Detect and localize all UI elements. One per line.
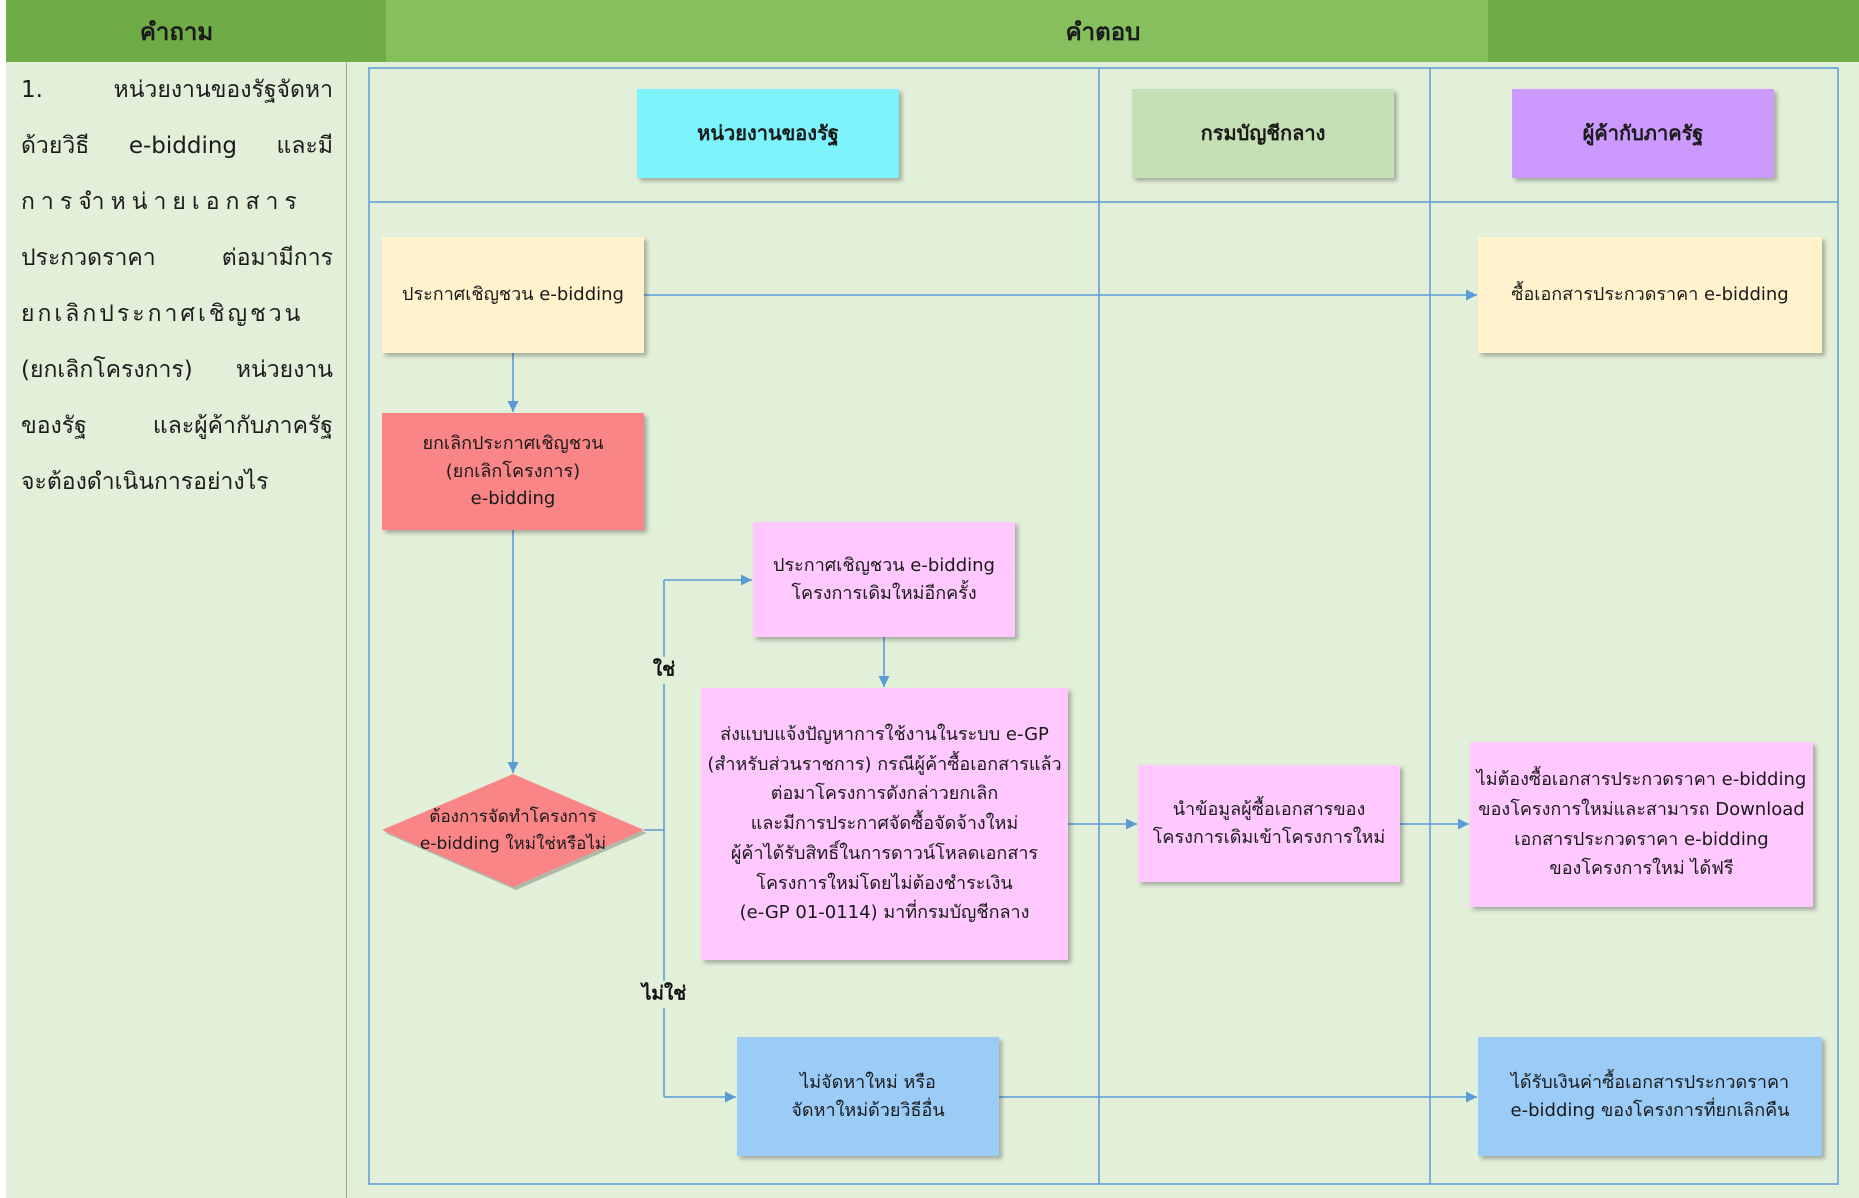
lane-header-vendor: ผู้ค้ากับภาครัฐ: [1512, 89, 1774, 178]
node-text-line: และมีการประกาศจัดซื้อจัดจ้างใหม่: [750, 813, 1019, 835]
node-text-line: โครงการเดิมใหม่อีกครั้ง: [791, 582, 977, 604]
node-no-reprocure: ไม่จัดหาใหม่ หรือ จัดหาใหม่ด้วยวิธีอื่น: [737, 1037, 999, 1156]
lane-header-government: หน่วยงานของรัฐ: [637, 89, 899, 178]
node-text-line: ประกาศเชิญชวน e-bidding: [773, 554, 995, 576]
node-text-line: ส่งแบบแจ้งปัญหาการใช้งานในระบบ e-GP: [720, 724, 1049, 746]
node-refund: ได้รับเงินค่าซื้อเอกสารประกวดราคา e-bidd…: [1478, 1037, 1822, 1156]
lane-header-comptroller: กรมบัญชีกลาง: [1132, 89, 1394, 178]
node-free-download: ไม่ต้องซื้อเอกสารประกวดราคา e-bidding ขอ…: [1470, 742, 1813, 907]
node-text-line: ยกเลิกประกาศเชิญชวน: [422, 432, 604, 454]
decision-text-line: e-bidding ใหม่ใช่หรือไม่: [419, 833, 607, 854]
question-line: (ยกเลิกโครงการ) หน่วยงาน: [21, 357, 333, 383]
question-column-header: คำถาม: [139, 17, 214, 46]
node-text-line: ของโครงการใหม่ ได้ฟรี: [1549, 858, 1734, 880]
question-line: จะต้องดำเนินการอย่างไร: [21, 469, 269, 495]
node-announce: ประกาศเชิญชวน e-bidding: [382, 237, 644, 353]
edge-label-yes: ใช่: [649, 656, 679, 684]
node-reannounce: ประกาศเชิญชวน e-bidding โครงการเดิมใหม่อ…: [753, 522, 1015, 637]
node-text-line: (สำหรับส่วนราชการ) กรณีผู้ค้าซื้อเอกสารแ…: [707, 753, 1062, 775]
node-text-line: ประกาศเชิญชวน e-bidding: [402, 284, 624, 306]
question-line: ยกเลิกประกาศเชิญชวน: [21, 301, 304, 327]
node-cancel: ยกเลิกประกาศเชิญชวน (ยกเลิกโครงการ) e-bi…: [382, 413, 644, 530]
decision-text-line: ต้องการจัดทำโครงการ: [429, 807, 597, 828]
node-text-line: ต่อมาโครงการดังกล่าวยกเลิก: [770, 783, 999, 805]
node-buy-docs: ซื้อเอกสารประกวดราคา e-bidding: [1478, 237, 1822, 353]
question-cell: 1. หน่วยงานของรัฐจัดหา ด้วยวิธี e-biddin…: [6, 62, 347, 1198]
node-text-line: ไม่จัดหาใหม่ หรือ: [800, 1071, 936, 1093]
lane-header-label: หน่วยงานของรัฐ: [697, 121, 839, 145]
node-text-line: นำข้อมูลผู้ซื้อเอกสารของ: [1172, 798, 1366, 820]
answer-column-header: คำตอบ: [1065, 17, 1141, 46]
node-text-line: โครงการเดิมเข้าโครงการใหม่: [1152, 826, 1386, 848]
node-text-line: e-bidding ของโครงการที่ยกเลิกคืน: [1510, 1099, 1790, 1121]
table-header: คำถาม คำตอบ: [6, 0, 1859, 62]
node-report-problem: ส่งแบบแจ้งปัญหาการใช้งานในระบบ e-GP (สำห…: [701, 688, 1068, 960]
swimlane-frame: [368, 67, 1839, 1185]
question-line: ของรัฐ และผู้ค้ากับภาครัฐ: [21, 413, 333, 439]
node-text-line: โครงการใหม่โดยไม่ต้องชำระเงิน: [756, 872, 1013, 894]
question-line: 1. หน่วยงานของรัฐจัดหา: [21, 77, 333, 103]
question-line: การจำหน่ายเอกสาร: [21, 189, 303, 215]
node-text-line: จัดหาใหม่ด้วยวิธีอื่น: [791, 1099, 945, 1121]
node-text-line: ผู้ค้าได้รับสิทธิ์ในการดาวน์โหลดเอกสาร: [730, 842, 1039, 864]
node-text-line: e-bidding: [470, 488, 556, 510]
question-text: 1. หน่วยงานของรัฐจัดหา ด้วยวิธี e-biddin…: [21, 62, 333, 510]
node-text-line: ไม่ต้องซื้อเอกสารประกวดราคา e-bidding: [1476, 769, 1807, 791]
node-text-line: ได้รับเงินค่าซื้อเอกสารประกวดราคา: [1510, 1071, 1790, 1093]
node-text-line: (e-GP 01-0114) มาที่กรมบัญชีกลาง: [739, 902, 1030, 924]
node-text-line: เอกสารประกวดราคา e-bidding: [1514, 828, 1769, 850]
decision-text: ต้องการจัดทำโครงการ e-bidding ใหม่ใช่หรื…: [382, 774, 644, 887]
question-line: ด้วยวิธี e-bidding และมี: [21, 133, 333, 159]
node-text-line: ของโครงการใหม่และสามารถ Download: [1478, 798, 1805, 820]
node-import-buyers: นำข้อมูลผู้ซื้อเอกสารของ โครงการเดิมเข้า…: [1138, 765, 1400, 882]
node-text-line: ซื้อเอกสารประกวดราคา e-bidding: [1511, 284, 1789, 306]
edge-label-no: ไม่ใช่: [638, 980, 690, 1008]
lane-header-label: กรมบัญชีกลาง: [1200, 121, 1326, 145]
question-line: ประกวดราคา ต่อมามีการ: [21, 245, 333, 271]
node-text-line: (ยกเลิกโครงการ): [445, 460, 581, 482]
decision-diamond: [382, 774, 644, 887]
lane-header-label: ผู้ค้ากับภาครัฐ: [1582, 121, 1704, 145]
